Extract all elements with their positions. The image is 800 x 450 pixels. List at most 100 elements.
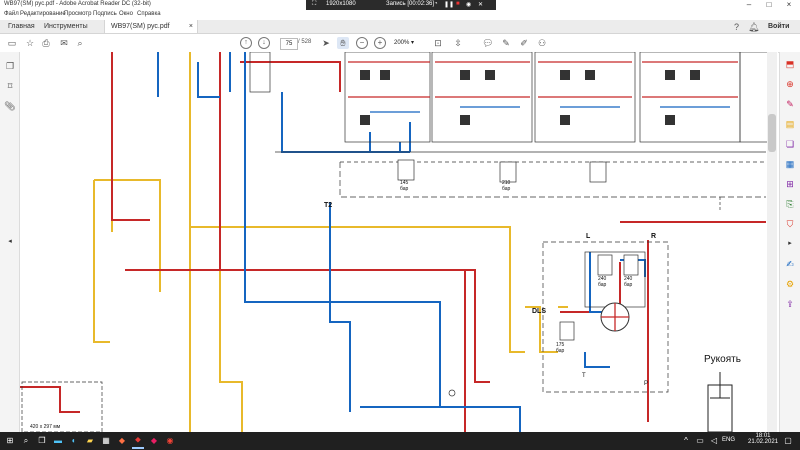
collapse-right-pane-icon[interactable]: ▸ (788, 240, 792, 247)
next-page-icon[interactable]: ↓ (258, 37, 270, 49)
edge-icon[interactable]: ◐ (71, 436, 77, 445)
expand-left-pane-icon[interactable]: ◂ (8, 238, 12, 245)
combine-files-icon[interactable]: ❏ (785, 139, 795, 149)
file-explorer-icon[interactable]: ▬ (54, 436, 62, 445)
window-title: WB97(SM) рус.pdf - Adobe Acrobat Reader … (4, 1, 151, 7)
highlight-pen-icon[interactable]: ✎ (502, 38, 510, 48)
label-t-bottom: T (582, 373, 586, 379)
label-r: R (651, 233, 656, 240)
toolbar: ▭ ☆ ⎙ ✉ ⌕ ↑ ↓ 75 / 528 ➤ ✋︎ − + 200% ▾ ⊡… (0, 34, 800, 53)
edit-pdf-icon[interactable]: ✎ (786, 99, 794, 109)
close-recorder-icon[interactable]: ✕ (478, 2, 484, 8)
menu-sign[interactable]: Подпись (93, 11, 117, 17)
vertical-scrollbar[interactable] (767, 52, 777, 432)
task-view-icon[interactable]: ❐ (38, 436, 46, 445)
label-p-bottom: P (644, 381, 648, 387)
select-cursor-icon[interactable]: ➤ (322, 38, 330, 48)
print-icon[interactable]: ⎙ (42, 38, 50, 48)
menu-view[interactable]: Просмотр (64, 11, 92, 17)
valve-unit-210: бар (502, 186, 511, 192)
camera-icon[interactable]: ◉ (466, 2, 472, 8)
mute-icon[interactable]: ◔ (434, 1, 438, 7)
page-thumbnails-icon[interactable]: ❐ (5, 61, 15, 71)
export-pdf-icon[interactable]: ⬒ (785, 59, 795, 69)
folder-icon[interactable]: ▰ (86, 436, 94, 445)
draw-icon[interactable]: ✐ (520, 38, 528, 48)
scrollbar-thumb[interactable] (768, 114, 776, 152)
more-tools-icon[interactable]: ⚙︎ (785, 279, 795, 289)
organize-pages-icon[interactable]: ▦ (785, 159, 795, 169)
app-icon-pink[interactable]: ◆ (150, 436, 158, 445)
attachments-icon[interactable]: 📎︎ (4, 101, 16, 111)
bookmarks-icon[interactable]: ⌑ (7, 81, 13, 91)
recorder-status: Запись [00:02:36] (386, 1, 435, 7)
app-icon-orange[interactable]: ◆ (118, 436, 126, 445)
valve-unit-175: бар (556, 348, 565, 354)
label-rukoyat: Рукоять (704, 354, 741, 365)
save-icon[interactable]: ▭ (7, 38, 17, 48)
notifications-icon[interactable]: 🔔︎ (748, 22, 760, 32)
calculator-icon[interactable]: ▦ (102, 436, 110, 445)
acrobat-icon[interactable]: ⯁ (132, 435, 144, 449)
minimize-button[interactable]: – (746, 0, 752, 9)
maximize-button[interactable]: □ (766, 0, 772, 9)
screen-recorder-bar: ⛶ 1920x1080 Запись [00:02:36] ◔ ❚❚ ■ ◉ ✕ (306, 0, 496, 10)
create-pdf-icon[interactable]: ⊕ (786, 79, 794, 89)
send-for-comments-icon[interactable]: ⇪ (786, 299, 794, 309)
tray-chevron-icon[interactable]: ^ (684, 436, 688, 445)
menu-bar: Файл Редактирование Просмотр Подпись Окн… (0, 10, 800, 20)
valve-unit-240a: бар (598, 282, 607, 288)
clock[interactable]: 18:01 21.02.2021 (748, 433, 778, 445)
valve-pressure-240a: 240 (598, 276, 607, 282)
document-page[interactable]: T2 L R DLS T P 145 бар 210 бар 240 бар 2… (20, 52, 778, 432)
screen-recorder-icon[interactable]: ◉ (166, 436, 174, 445)
help-icon[interactable]: ? (734, 22, 740, 32)
close-button[interactable]: × (786, 0, 792, 9)
prev-page-icon[interactable]: ↑ (240, 37, 252, 49)
sign-in-button[interactable]: Войти (768, 23, 790, 30)
notification-center-icon[interactable]: ▢ (784, 436, 792, 445)
email-icon[interactable]: ✉ (60, 38, 68, 48)
search-taskbar-icon[interactable]: ⌕ (23, 436, 29, 445)
zoom-out-icon[interactable]: − (356, 37, 368, 49)
tab-document[interactable]: WB97(SM) рус.pdf × (104, 20, 198, 33)
valve-pressure-145: 145 (400, 180, 409, 186)
page-total: / 528 (298, 39, 312, 45)
comment-icon[interactable]: 💬︎ (482, 38, 494, 48)
valve-unit-145: бар (400, 186, 409, 192)
bookmark-star-icon[interactable]: ☆ (25, 38, 35, 48)
comment-tool-icon[interactable]: ▤ (785, 119, 795, 129)
stop-icon[interactable]: ■ (456, 1, 460, 7)
zoom-select[interactable]: 200% ▾ (394, 38, 422, 48)
clock-date: 21.02.2021 (748, 439, 779, 445)
menu-edit[interactable]: Редактирование (20, 11, 66, 17)
menu-file[interactable]: Файл (4, 11, 19, 17)
menu-window[interactable]: Окно (119, 11, 133, 17)
zoom-in-icon[interactable]: + (374, 37, 386, 49)
menu-help[interactable]: Справка (137, 11, 161, 17)
page-number-input[interactable]: 75 (280, 38, 298, 50)
valve-unit-240b: бар (624, 282, 633, 288)
share-link-icon[interactable]: ⚇ (537, 38, 547, 48)
tab-document-label: WB97(SM) рус.pdf (111, 23, 170, 30)
scroll-mode-icon[interactable]: ⇳ (454, 38, 462, 48)
windows-taskbar: ⊞ ⌕ ❐ ▬ ◐ ▰ ▦ ◆ ⯁ ◆ ◉ ^ ▭ ◁ ENG 18:01 21… (0, 432, 800, 450)
scan-ocr-icon[interactable]: ⎘ (786, 199, 794, 209)
pause-icon[interactable]: ❚❚ (444, 2, 455, 8)
start-icon[interactable]: ⊞ (6, 436, 14, 445)
fit-page-icon[interactable]: ⊡ (434, 38, 442, 48)
close-tab-icon[interactable]: × (188, 23, 193, 30)
compress-pdf-icon[interactable]: ⊞ (786, 179, 794, 189)
fullscreen-icon[interactable]: ⛶ (312, 1, 317, 7)
volume-icon[interactable]: ◁ (710, 436, 718, 445)
search-icon[interactable]: ⌕ (77, 38, 83, 48)
tab-tools[interactable]: Инструменты (44, 23, 88, 30)
left-navigation-pane: ❐ ⌑ 📎︎ ◂ (0, 52, 20, 432)
protect-icon[interactable]: ⛉ (786, 219, 794, 229)
hand-tool-icon[interactable]: ✋︎ (337, 37, 349, 49)
fill-sign-icon[interactable]: ✍︎ (786, 259, 794, 269)
valve-pressure-240b: 240 (624, 276, 633, 282)
network-icon[interactable]: ▭ (696, 436, 704, 445)
language-indicator[interactable]: ENG (722, 437, 736, 443)
tab-home[interactable]: Главная (8, 23, 35, 30)
